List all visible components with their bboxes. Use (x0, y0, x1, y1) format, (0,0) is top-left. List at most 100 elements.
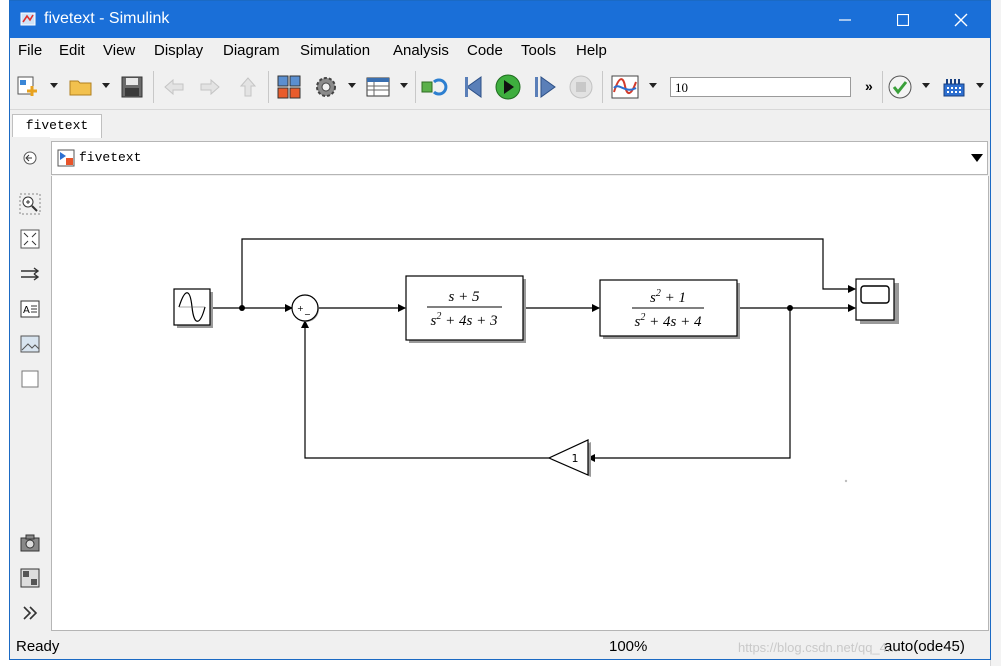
svg-text:A: A (23, 305, 30, 316)
model-canvas[interactable]: + − s + 5 s2 + 4s + 3 s2 + 1 s2 + 4s + 4 (51, 176, 989, 631)
new-model-button[interactable] (14, 73, 42, 101)
step-forward-icon (535, 76, 556, 98)
library-browser-button[interactable] (275, 73, 303, 101)
model-tab-strip: fivetext (10, 111, 990, 138)
menu-edit[interactable]: Edit (59, 42, 85, 59)
up-button[interactable] (234, 73, 262, 101)
status-bar: Ready 100% auto(ode45) (10, 633, 990, 659)
branch-point (787, 305, 793, 311)
arrow-left-icon (164, 78, 184, 96)
sum-minus-sign: − (304, 310, 311, 319)
sum-plus-sign: + (297, 304, 304, 313)
menu-view[interactable]: View (103, 42, 136, 59)
hardware-build-dropdown[interactable] (976, 83, 984, 88)
simulink-model-icon (57, 149, 75, 167)
back-button[interactable] (160, 73, 188, 101)
breadcrumb-dropdown[interactable] (971, 154, 983, 162)
gain-block[interactable]: 1 (547, 439, 591, 477)
hide-browser-button[interactable] (17, 145, 43, 171)
maximize-button[interactable] (874, 1, 932, 38)
chip-build-icon (943, 79, 965, 97)
toolbar: 10 » (10, 65, 990, 110)
title-bar[interactable]: fivetext - Simulink (10, 1, 990, 38)
hardware-build-button[interactable] (940, 73, 968, 101)
stop-button[interactable] (567, 73, 595, 101)
menu-tools[interactable]: Tools (521, 42, 557, 59)
model-advisor-dropdown[interactable] (922, 83, 930, 88)
new-model-icon (17, 76, 37, 96)
simulink-window: fivetext - Simulink File Edit View Displ… (9, 0, 991, 660)
model-breadcrumb-bar: fivetext (51, 141, 988, 175)
toolbar-overflow[interactable]: » (865, 78, 873, 94)
expand-palette-button[interactable] (17, 600, 43, 626)
canvas-speck (844, 479, 848, 483)
scope-screen-icon (860, 285, 890, 304)
model-advisor-button[interactable] (886, 73, 914, 101)
menu-simulation[interactable]: Simulation (300, 42, 371, 59)
screenshot-button[interactable] (17, 530, 43, 556)
open-dropdown[interactable] (102, 83, 110, 88)
model-browser-button[interactable] (17, 565, 43, 591)
model-config-button[interactable] (312, 73, 340, 101)
run-button[interactable] (494, 73, 522, 101)
minimize-icon (839, 18, 851, 21)
model-explorer-button[interactable] (364, 73, 392, 101)
model-config-dropdown[interactable] (348, 83, 356, 88)
zoom-button[interactable] (17, 191, 43, 217)
library-browser-icon (277, 75, 301, 99)
block-diagram: + − s + 5 s2 + 4s + 3 s2 + 1 s2 + 4s + 4 (173, 238, 899, 483)
save-button[interactable] (118, 73, 146, 101)
sine-wave-block[interactable] (173, 288, 213, 328)
menu-display[interactable]: Display (154, 42, 204, 59)
watermark-text: https://blog.csdn.net/qq_4... (738, 640, 898, 655)
tf2-numerator: s2 + 1 (650, 288, 686, 306)
tab-fivetext[interactable]: fivetext (12, 114, 102, 138)
gear-icon (316, 77, 336, 97)
menu-help[interactable]: Help (576, 42, 607, 59)
desktop-background (990, 0, 1001, 666)
minimize-button[interactable] (816, 1, 874, 38)
model-explorer-dropdown[interactable] (400, 83, 408, 88)
fit-view-icon (20, 229, 40, 249)
model-browser-icon (20, 568, 40, 588)
tf2-denominator: s2 + 4s + 4 (635, 312, 702, 330)
camera-icon (20, 534, 40, 552)
update-diagram-button[interactable] (420, 73, 448, 101)
table-icon (366, 77, 390, 97)
menu-analysis[interactable]: Analysis (393, 42, 449, 59)
tool-palette: A (10, 137, 50, 629)
stop-time-input[interactable]: 10 (670, 77, 851, 97)
forward-button[interactable] (196, 73, 224, 101)
close-button[interactable] (932, 1, 990, 38)
status-solver[interactable]: auto(ode45) (884, 638, 965, 655)
annotation-button[interactable]: A (17, 296, 43, 322)
step-forward-button[interactable] (530, 73, 558, 101)
step-back-icon (465, 76, 482, 98)
arrow-right-icon (200, 78, 220, 96)
data-inspector-dropdown[interactable] (649, 83, 657, 88)
transfer-fcn-1[interactable]: s + 5 s2 + 4s + 3 (405, 275, 526, 343)
status-zoom: 100% (609, 638, 648, 655)
simulation-data-inspector-button[interactable] (611, 73, 639, 101)
simulink-logo-icon (20, 12, 36, 26)
step-back-button[interactable] (460, 73, 488, 101)
folder-icon (69, 80, 92, 96)
sum-block[interactable]: + − (291, 294, 319, 322)
fit-to-view-button[interactable] (17, 226, 43, 252)
area-button[interactable] (17, 366, 43, 392)
image-button[interactable] (17, 331, 43, 357)
close-icon (954, 13, 968, 26)
menu-diagram[interactable]: Diagram (223, 42, 280, 59)
menu-code[interactable]: Code (467, 42, 503, 59)
new-model-dropdown[interactable] (50, 83, 58, 88)
menu-file[interactable]: File (18, 42, 43, 59)
status-ready: Ready (16, 638, 60, 655)
open-button[interactable] (67, 73, 95, 101)
route-lines-button[interactable] (17, 261, 43, 287)
transfer-fcn-2[interactable]: s2 + 1 s2 + 4s + 4 (599, 279, 740, 339)
model-path[interactable]: fivetext (79, 150, 142, 165)
scope-block[interactable] (855, 278, 899, 324)
signal-lines (213, 238, 856, 462)
toolbar-separator (415, 71, 416, 103)
image-icon (20, 335, 40, 353)
